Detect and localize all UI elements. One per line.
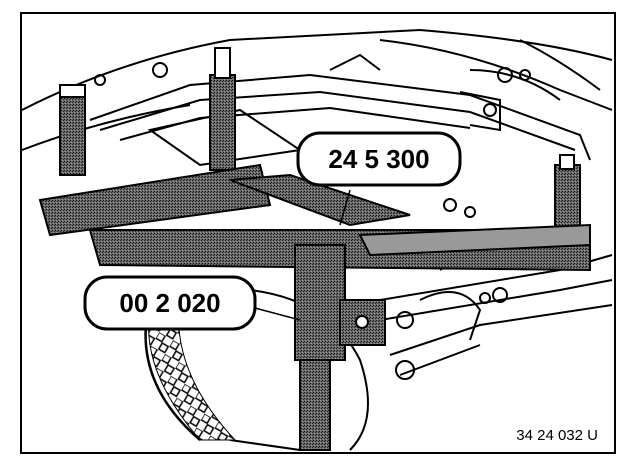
tire-tread [148, 299, 237, 441]
callout-00-2-020: 00 2 020 [83, 275, 257, 331]
figure-id: 34 24 032 U [516, 427, 598, 444]
callout-label-lower: 00 2 020 [119, 288, 220, 318]
callout-label-upper: 24 5 300 [328, 144, 429, 174]
leader-lines [254, 189, 351, 321]
special-tool-24-5-300 [38, 47, 591, 451]
callout-24-5-300: 24 5 300 [296, 131, 462, 187]
